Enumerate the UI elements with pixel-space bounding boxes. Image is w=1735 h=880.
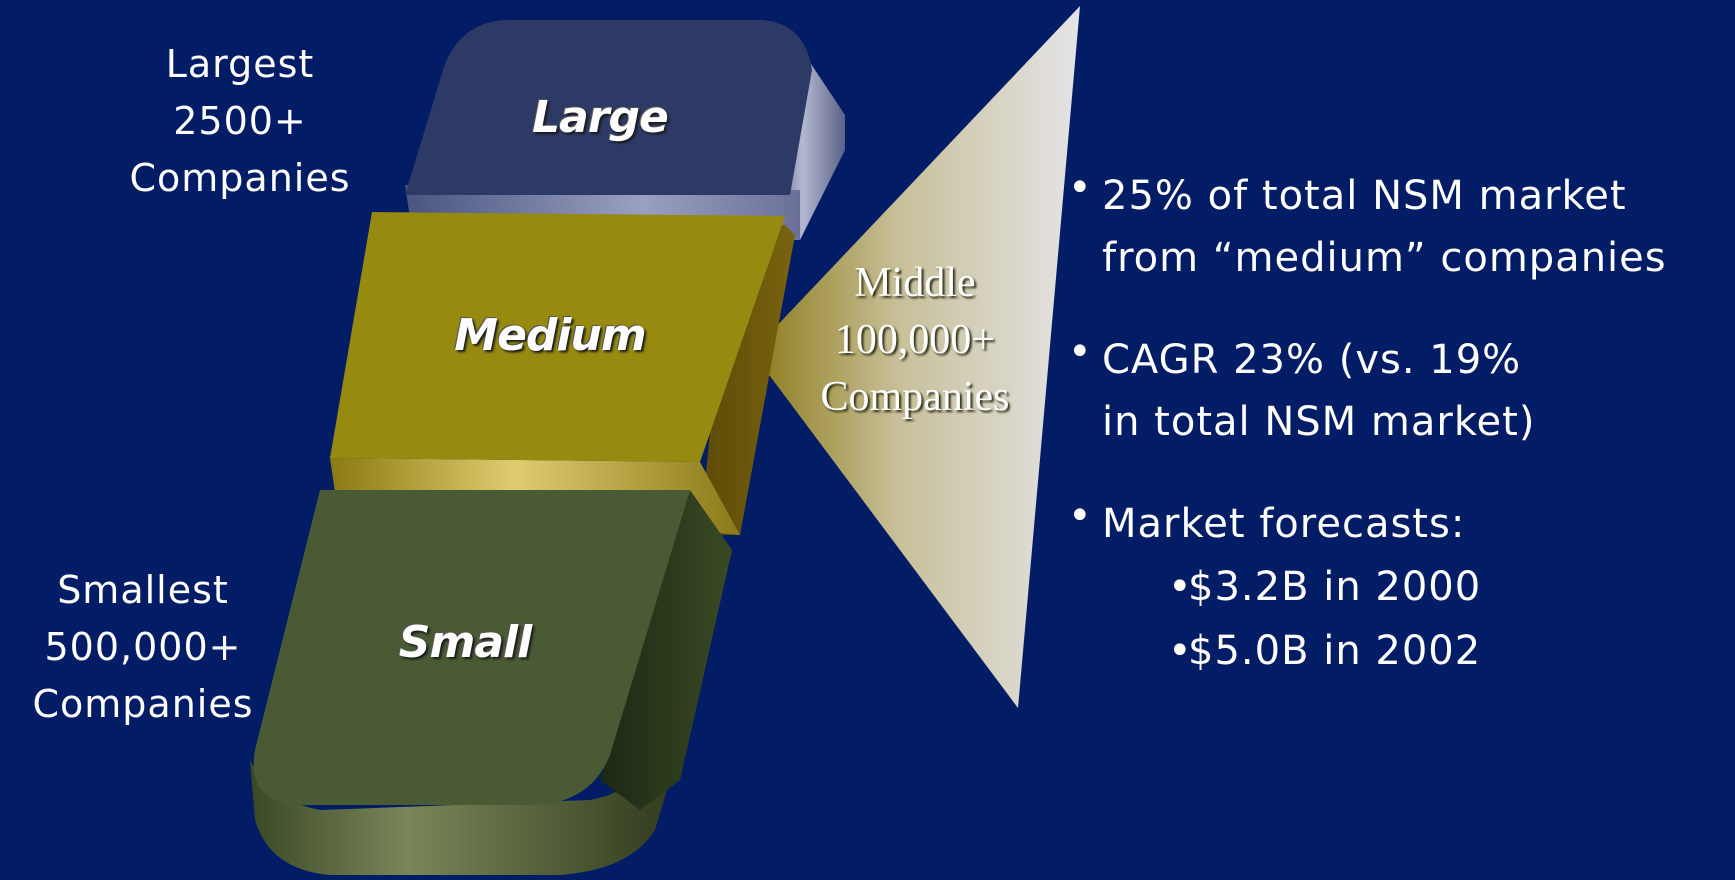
bullet-dot: •	[1068, 329, 1093, 375]
medium-block	[330, 212, 795, 535]
large-segment-label: Large	[532, 92, 669, 143]
bullet-item: • CAGR 23% (vs. 19% in total NSM market)	[1068, 329, 1667, 453]
sub-bullet-item: • $3.2B in 2000	[1068, 555, 1667, 619]
small-block-bottom	[250, 560, 700, 875]
smallest-label-line1: Smallest	[57, 568, 229, 612]
small-block	[250, 490, 732, 875]
small-block-face	[253, 490, 691, 805]
bullet-text-line: 25% of total NSM market	[1102, 173, 1627, 219]
largest-label-line2: 2500+	[173, 99, 307, 143]
bullet-text-line: from “medium” companies	[1102, 235, 1667, 281]
sub-bullet-dot: •	[1168, 628, 1193, 674]
smallest-label-line3: Companies	[32, 682, 254, 726]
bullet-dot: •	[1068, 493, 1093, 539]
sub-bullet-text: $3.2B in 2000	[1188, 564, 1482, 610]
medium-segment-label: Medium	[454, 310, 646, 361]
large-block	[405, 20, 845, 240]
smallest-label-line2: 500,000+	[44, 625, 242, 669]
largest-label-line1: Largest	[165, 42, 315, 86]
sub-bullet-dot: •	[1168, 564, 1193, 610]
largest-label: Largest 2500+ Companies	[100, 36, 380, 207]
bullet-text-line: CAGR 23% (vs. 19%	[1102, 337, 1522, 383]
small-segment-label: Small	[398, 617, 532, 668]
largest-label-line3: Companies	[129, 156, 351, 200]
middle-label: Middle 100,000+ Companies	[790, 255, 1040, 426]
bullet-text-line: in total NSM market)	[1102, 399, 1536, 445]
middle-label-line1: Middle	[854, 260, 976, 306]
bullet-list: • 25% of total NSM market from “medium” …	[1068, 165, 1667, 683]
middle-label-line2: 100,000+	[834, 317, 996, 363]
bullet-item: • 25% of total NSM market from “medium” …	[1068, 165, 1667, 289]
bullet-dot: •	[1068, 165, 1093, 211]
bullet-text-line: Market forecasts:	[1102, 501, 1466, 547]
small-block-side	[600, 490, 732, 810]
sub-bullet-text: $5.0B in 2002	[1188, 628, 1482, 674]
middle-label-line3: Companies	[820, 374, 1010, 420]
sub-bullet-item: • $5.0B in 2002	[1068, 619, 1667, 683]
medium-block-face	[330, 212, 785, 462]
smallest-label: Smallest 500,000+ Companies	[8, 562, 278, 733]
bullet-item: • Market forecasts: • $3.2B in 2000 • $5…	[1068, 493, 1667, 683]
large-block-face	[405, 20, 812, 195]
callout-triangle	[752, 6, 1080, 708]
